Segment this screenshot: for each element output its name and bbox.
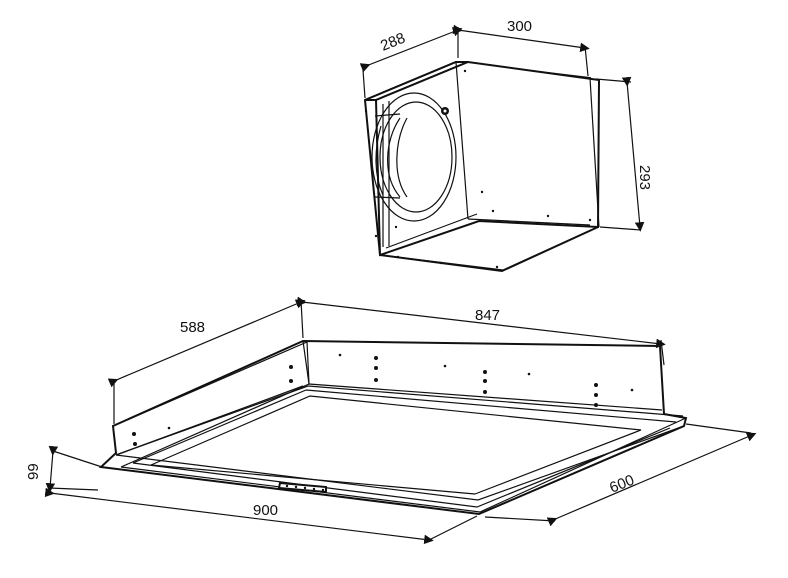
hood-inner-depth-label: 588 — [180, 319, 205, 336]
fan-box — [363, 60, 601, 273]
hood-width-label: 900 — [253, 502, 278, 519]
dimension-lines — [44, 24, 757, 545]
hood-body — [98, 339, 688, 516]
fan-width-label: 300 — [507, 18, 532, 35]
fan-ring-inner — [379, 101, 453, 213]
fan-ring-outer — [371, 92, 457, 222]
fan-height-label: 293 — [636, 165, 653, 190]
hood-height-label: 99 — [25, 463, 42, 480]
hood-inner-width-label: 847 — [475, 307, 500, 324]
hood-depth-label: 600 — [607, 472, 637, 497]
